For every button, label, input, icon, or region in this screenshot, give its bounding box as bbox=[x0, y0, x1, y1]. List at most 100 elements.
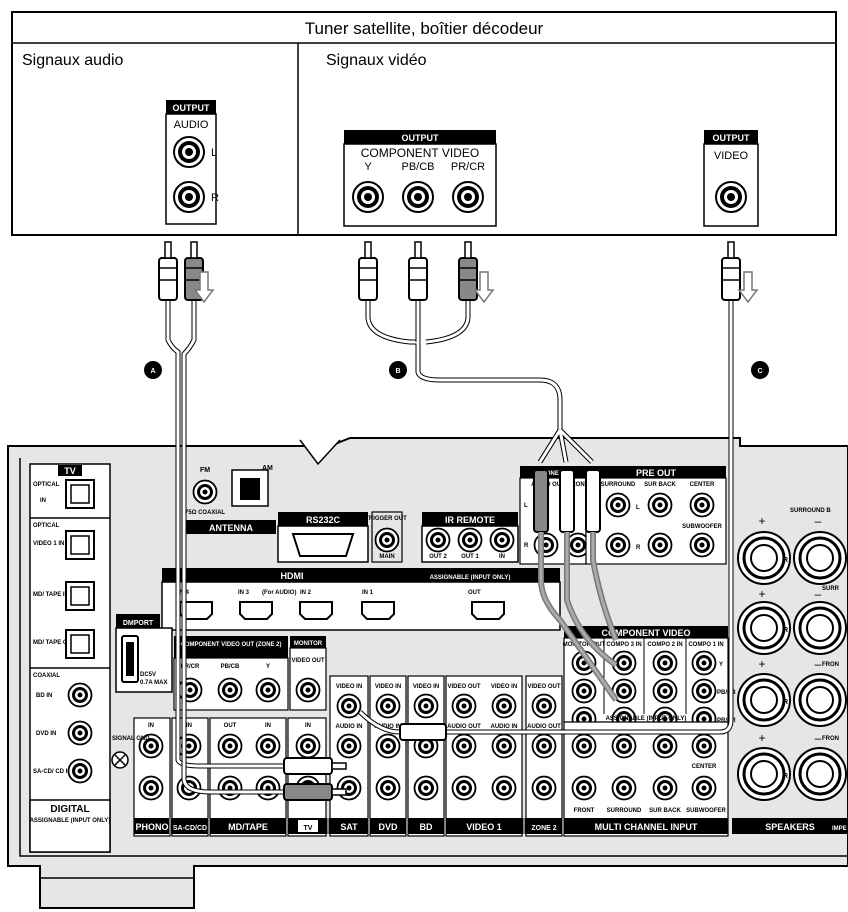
zone3-label: ZONE 3 bbox=[542, 471, 564, 477]
sat-audio-in-label: AUDIO IN bbox=[336, 724, 363, 730]
rs232c-label: RS232C bbox=[306, 515, 341, 525]
ir-out1-jack bbox=[457, 527, 483, 553]
zone2-pr-label: PR/CR bbox=[181, 664, 200, 670]
ir-out2-label: OUT 2 bbox=[429, 554, 447, 560]
component-pr-jack bbox=[452, 181, 484, 213]
phono-r-jack bbox=[138, 775, 164, 801]
mci-subwoofer-jack bbox=[691, 775, 717, 801]
spk-plus-1: + bbox=[758, 514, 765, 528]
bd-video-in-jack bbox=[413, 693, 439, 719]
pre-out-center-label: CENTER bbox=[690, 482, 715, 488]
compo2-in-label: COMPO 2 IN bbox=[647, 642, 682, 648]
tv-in-col-label: IN bbox=[305, 723, 311, 729]
trigger-out-jack bbox=[374, 527, 400, 553]
digital-assignable-label: ASSIGNABLE (INPUT ONLY) bbox=[30, 818, 111, 824]
sat-r-jack bbox=[336, 775, 362, 801]
compo2-y-jack bbox=[652, 650, 678, 676]
col-zone2: ZONE 2 bbox=[531, 825, 556, 832]
video-section-label: Signaux vidéo bbox=[326, 52, 427, 69]
hdmi-in2-label: IN 2 bbox=[300, 590, 312, 596]
video-output-jack: OUTPUT VIDEO bbox=[703, 130, 759, 227]
video1-out-r-jack bbox=[451, 775, 477, 801]
compo-pb-label: PB/CB bbox=[717, 690, 736, 696]
col-tv: TV bbox=[304, 825, 313, 832]
speaker-front-b-minus bbox=[792, 672, 848, 728]
mci-surround-l-jack bbox=[611, 733, 637, 759]
mci-surround-label: SURROUND bbox=[607, 808, 642, 814]
hdmi-label: HDMI bbox=[281, 571, 304, 581]
hdmi-for-audio-label: (For AUDIO) bbox=[262, 590, 296, 596]
mci-front-label: FRONT bbox=[574, 808, 595, 814]
spk-r-4: R bbox=[783, 773, 788, 780]
monitor-video-out-jack bbox=[295, 677, 321, 703]
sat-video-in-label: VIDEO IN bbox=[336, 684, 362, 690]
dvd-l-jack bbox=[375, 733, 401, 759]
optical-label-1: OPTICAL bbox=[33, 482, 60, 488]
surback-l-jack bbox=[647, 492, 673, 518]
md-tape-in-label: MD/ TAPE IN bbox=[33, 592, 69, 598]
col-sacd: SA-CD/CD bbox=[173, 825, 207, 832]
pre-out-l1: L bbox=[636, 505, 640, 511]
impedance-label: IMPE bbox=[832, 826, 847, 832]
compo1-y-jack bbox=[691, 650, 717, 676]
md-out-label: OUT bbox=[224, 723, 237, 729]
hdmi-assignable-label: ASSIGNABLE (INPUT ONLY) bbox=[430, 575, 511, 581]
video1-out-l-jack bbox=[451, 733, 477, 759]
component-output-jacks: OUTPUT COMPONENT VIDEO Y PB/CB PR/CR bbox=[343, 130, 497, 227]
video1-optical-jack bbox=[65, 530, 95, 560]
monitor-video-out-label: VIDEO OUT bbox=[291, 658, 324, 664]
col-phono: PHONO bbox=[135, 822, 168, 832]
sat-video-in-jack bbox=[336, 693, 362, 719]
zone2-y-label: Y bbox=[266, 664, 270, 670]
zone2-l-jack bbox=[531, 733, 557, 759]
surround-l-jack bbox=[605, 492, 631, 518]
pre-out-surround-label: SURROUND bbox=[601, 482, 636, 488]
trigger-out-label: TRIGGER OUT bbox=[365, 516, 407, 522]
col-bd: BD bbox=[420, 822, 433, 832]
component-y-label: Y bbox=[364, 161, 372, 173]
mci-surback-label: SUR BACK bbox=[649, 808, 681, 814]
source-device: Tuner satellite, boîtier décodeur Signau… bbox=[11, 11, 837, 236]
sacd-in-col-label: IN bbox=[186, 723, 192, 729]
sacd-l-jack bbox=[176, 733, 202, 759]
spk-plus-3: + bbox=[758, 657, 765, 671]
tv-in-label: IN bbox=[40, 498, 46, 504]
spk-plus-4: + bbox=[758, 731, 765, 745]
pre-out-subwoofer-label: SUBWOOFER bbox=[682, 524, 722, 530]
audio-output-jacks: OUTPUT AUDIO L R bbox=[165, 100, 219, 225]
audio-r-jack bbox=[173, 181, 205, 213]
zone3-r-jack bbox=[533, 532, 559, 558]
front-short-label-2: FRON bbox=[822, 736, 839, 742]
col-multi-channel-input: MULTI CHANNEL INPUT bbox=[595, 822, 698, 832]
component-output-badge: OUTPUT bbox=[402, 133, 440, 143]
digital-label: DIGITAL bbox=[50, 804, 89, 815]
dvd-audio-in-label: AUDIO IN bbox=[375, 724, 402, 730]
zone2-pb-jack bbox=[217, 677, 243, 703]
ir-out1-label: OUT 1 bbox=[461, 554, 479, 560]
monitor-out-label: MONITOR OUT bbox=[563, 642, 606, 648]
coax-75-label: 75Ω COAXIAL bbox=[185, 510, 225, 516]
spk-r-3: R bbox=[783, 699, 788, 706]
compo3-in-label: COMPO 3 IN bbox=[606, 642, 641, 648]
component-y-jack bbox=[352, 181, 384, 213]
compo1-in-label: COMPO 1 IN bbox=[688, 642, 723, 648]
video1-video-out-label: VIDEO OUT bbox=[447, 684, 480, 690]
zone2-video-out-label: VIDEO OUT bbox=[527, 684, 560, 690]
zone2-video-out-jack bbox=[531, 693, 557, 719]
cable-c-label: C bbox=[757, 368, 762, 375]
spk-minus-4: – bbox=[815, 731, 822, 745]
bd-coaxial-jack bbox=[67, 682, 93, 708]
hdmi-in1-label: IN 1 bbox=[362, 590, 374, 596]
monitor-out-pb-jack bbox=[571, 678, 597, 704]
mci-front-l-jack bbox=[571, 733, 597, 759]
md-in-r-jack bbox=[255, 775, 281, 801]
col-dvd: DVD bbox=[378, 822, 398, 832]
compo-y-label: Y bbox=[719, 662, 723, 668]
md-in-l-jack bbox=[255, 733, 281, 759]
md-tape-out-label: MD/ TAPE OUT bbox=[33, 640, 76, 646]
mci-surback-r-jack bbox=[652, 775, 678, 801]
cable-b-plug-top-pb bbox=[408, 241, 428, 301]
audio-l-label: L bbox=[211, 147, 217, 159]
mci-center-label: CENTER bbox=[692, 764, 717, 770]
